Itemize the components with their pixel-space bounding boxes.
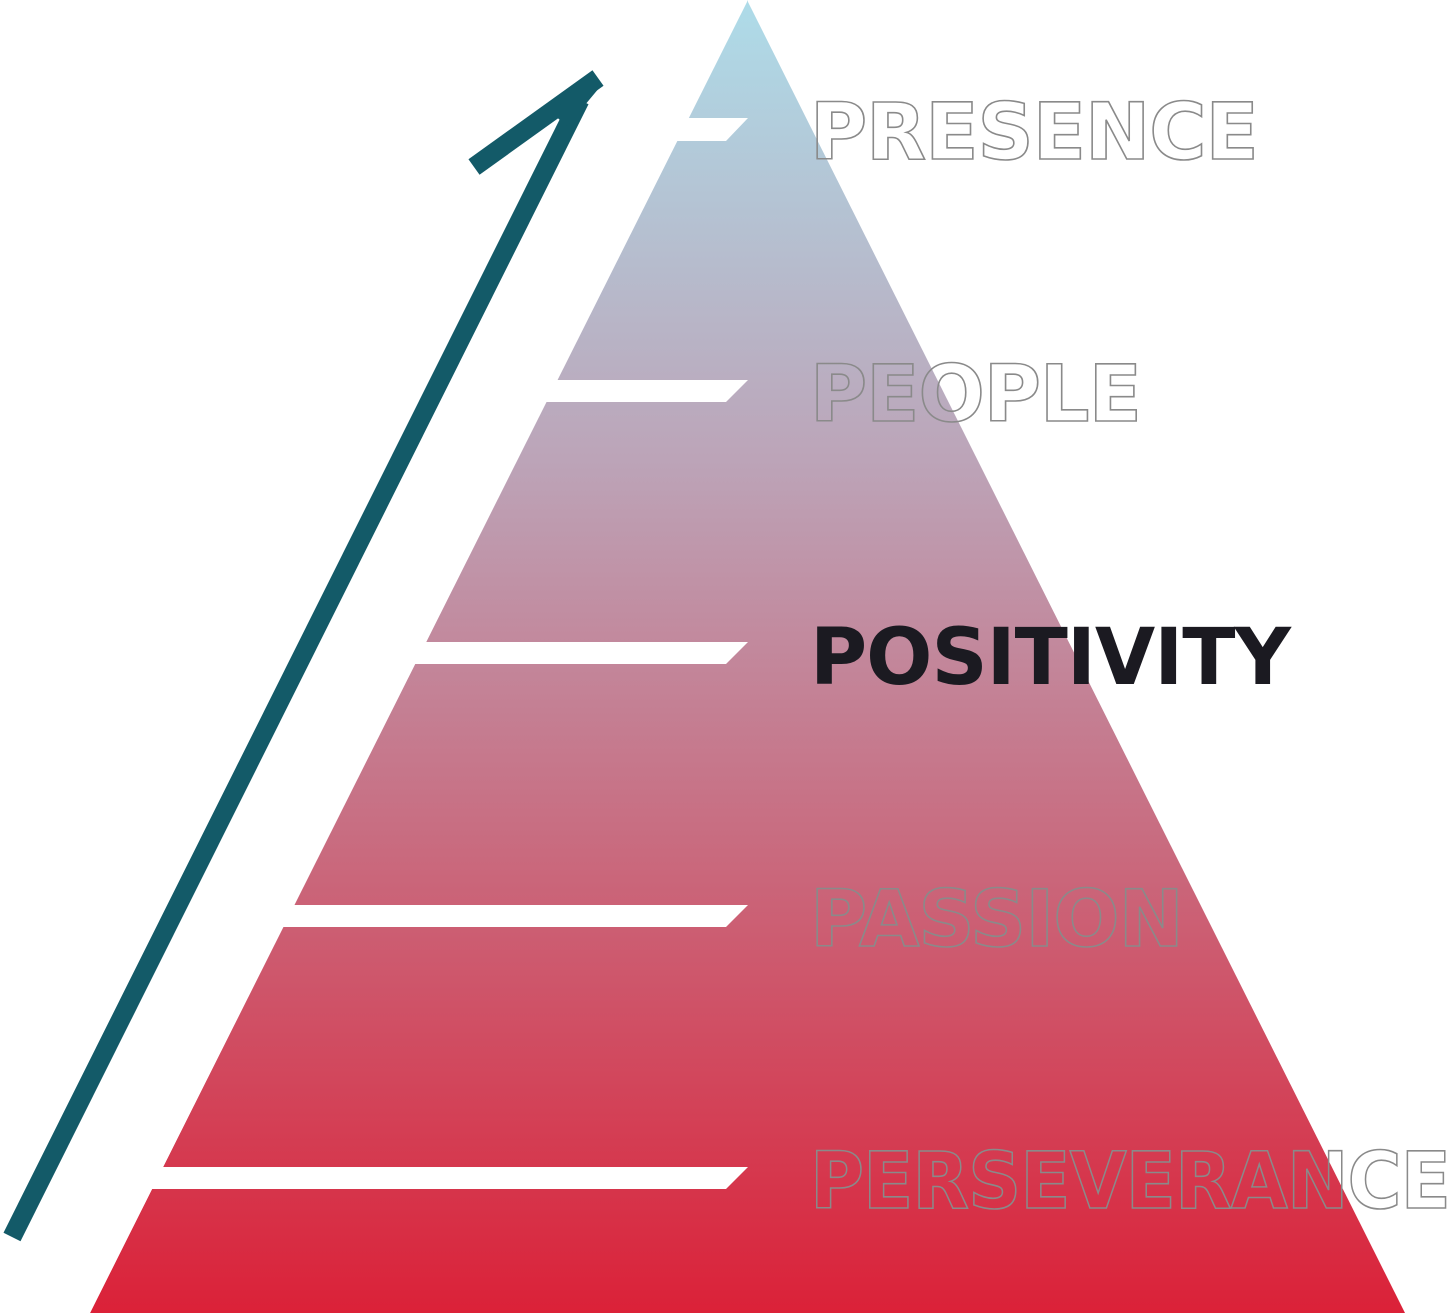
tier-divider [330, 642, 748, 664]
tier-divider [200, 905, 748, 927]
tier-divider [70, 1167, 748, 1189]
up-right-arrow-icon [3, 70, 604, 1242]
tier-label-presence: PRESENCE [810, 88, 1258, 178]
tier-label-passion: PASSION [810, 875, 1183, 965]
pyramid-left-gap [40, 0, 747, 1313]
tier-label-people: PEOPLE [810, 350, 1141, 440]
tier-label-positivity: POSITIVITY [810, 613, 1292, 703]
tier-label-perseverance: PERSEVERANCE [810, 1137, 1450, 1227]
pyramid-shape [90, 0, 1405, 1313]
